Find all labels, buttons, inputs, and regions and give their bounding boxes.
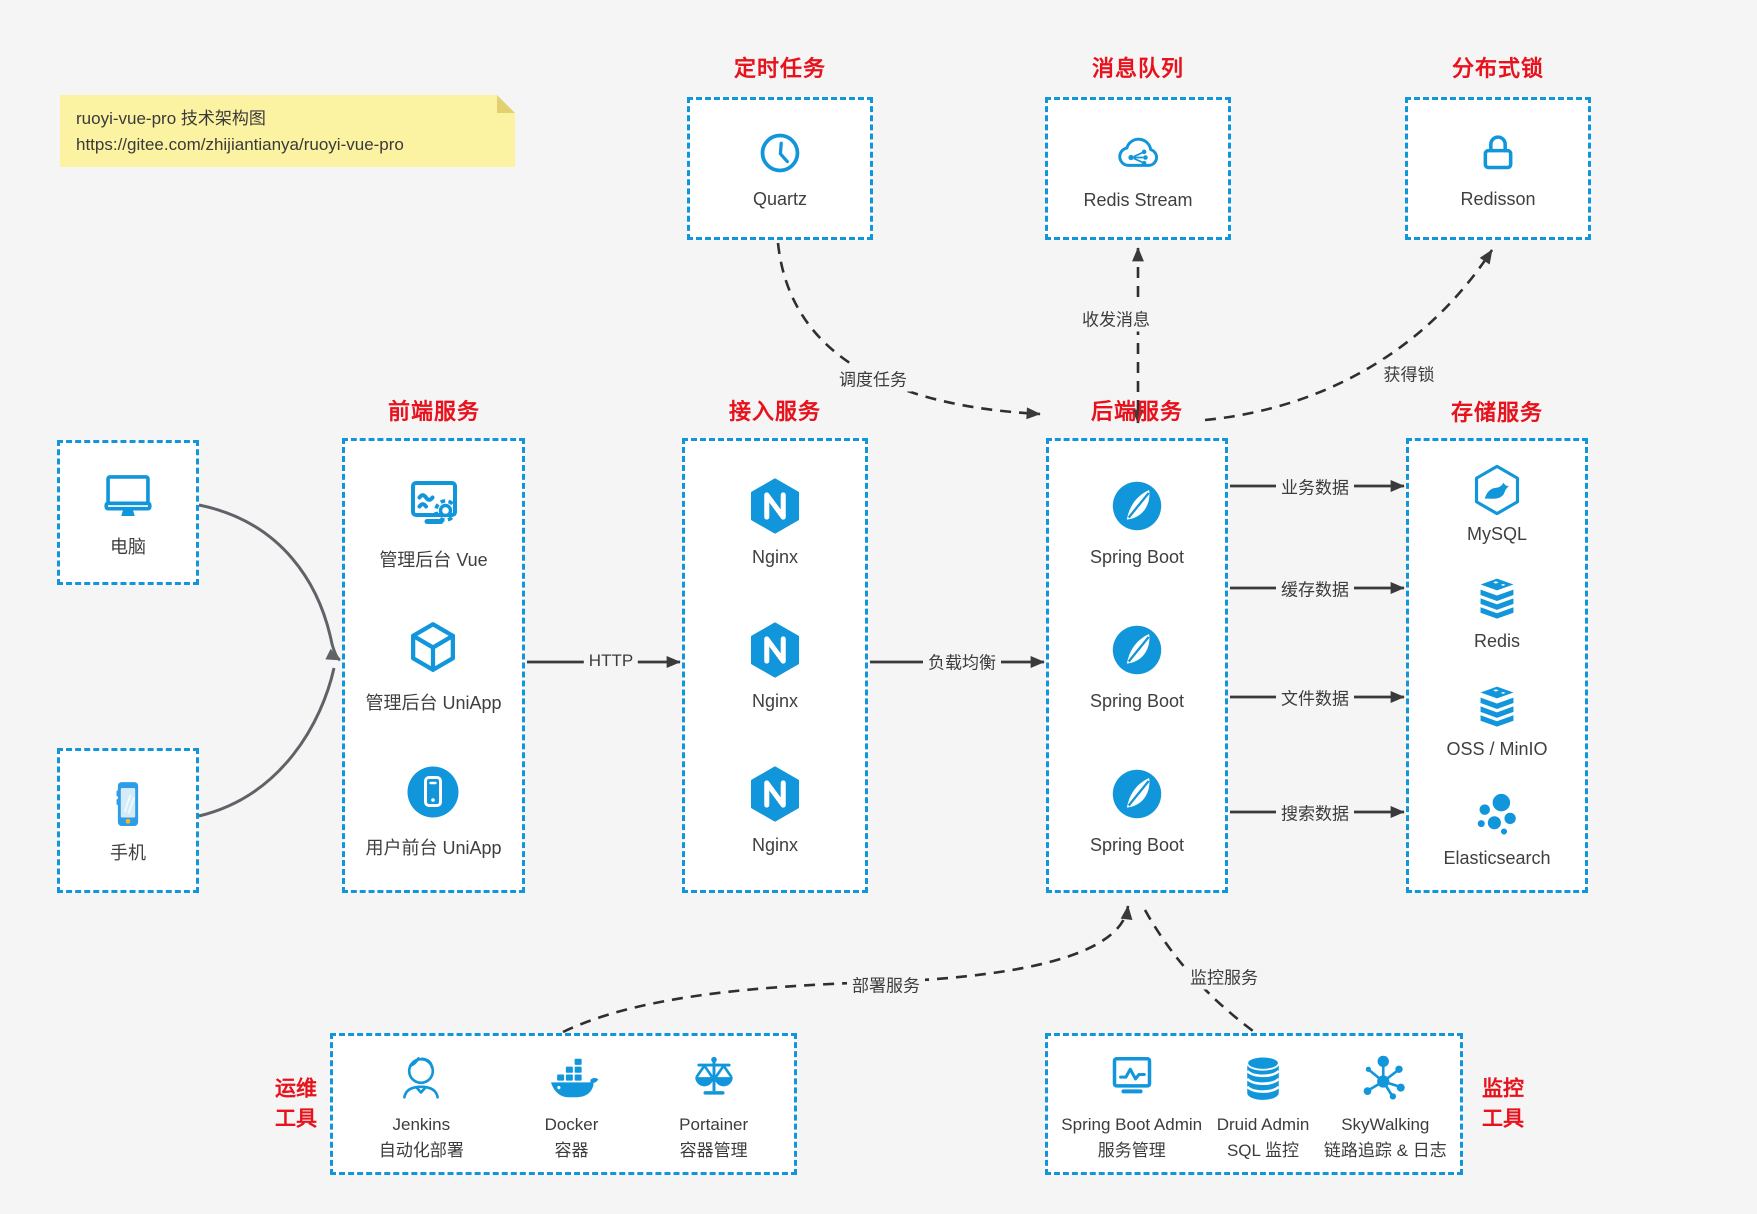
gateway-services-box: Nginx Nginx Nginx	[682, 438, 868, 893]
group-title-ops: 运维 工具	[275, 1075, 317, 1136]
edge-deploy-dashed	[562, 905, 1133, 1034]
edge-label-search-data: 搜索数据	[1276, 798, 1354, 826]
edge-label-monitor: 监控服务	[1185, 962, 1263, 990]
gateway-item-nginx-1: Nginx	[744, 475, 806, 568]
edge-label-deploy: 部署服务	[847, 970, 925, 998]
skywalking-desc: 链路追踪 & 日志	[1323, 1140, 1447, 1160]
group-title-monitoring: 监控 工具	[1482, 1075, 1524, 1136]
redis-stream-label: Redis Stream	[1083, 190, 1193, 210]
portainer-desc: 容器管理	[679, 1140, 748, 1160]
group-title-backend: 后端服务	[1090, 399, 1184, 424]
ops-tools-box: Jenkins 自动化部署 Docker 容器 Portainer 容器管理	[330, 1033, 797, 1175]
edge-acquire-lock-dashed	[1204, 249, 1494, 422]
monitoring-item-skywalking: SkyWalking 链路追踪 & 日志	[1324, 1050, 1447, 1163]
druid-desc: SQL 监控	[1226, 1140, 1300, 1160]
spring-boot-label-1: Spring Boot	[1089, 546, 1185, 567]
edge-label-load-balance: 负载均衡	[923, 647, 1001, 675]
portainer-name: Portainer	[679, 1115, 749, 1134]
frontend-item-admin-uniapp: 管理后台 UniApp	[365, 617, 502, 715]
edge-label-business-data: 业务数据	[1276, 472, 1354, 500]
edge-label-cache-data: 缓存数据	[1276, 574, 1354, 602]
portainer-label: Portainer 容器管理	[679, 1112, 748, 1163]
edge-pc-to-frontend	[198, 503, 341, 662]
group-title-storage: 存储服务	[1450, 400, 1544, 425]
ops-title-line2: 工具	[275, 1108, 317, 1131]
pc-label: 电脑	[110, 536, 146, 557]
backend-item-spring-2: Spring Boot	[1090, 619, 1184, 712]
monitoring-title-line1: 监控	[1482, 1077, 1524, 1101]
jenkins-desc: 自动化部署	[378, 1140, 464, 1160]
spring-boot-label-2: Spring Boot	[1089, 690, 1185, 711]
quartz-label: Quartz	[752, 189, 808, 209]
frontend-item-vue: 管理后台 Vue	[379, 472, 488, 572]
ops-item-jenkins: Jenkins 自动化部署	[379, 1050, 464, 1163]
frontend-admin-uniapp-label: 管理后台 UniApp	[365, 692, 502, 713]
sba-label: Spring Boot Admin 服务管理	[1061, 1112, 1202, 1163]
edge-label-file-data: 文件数据	[1276, 683, 1354, 711]
pc-client-box: 电脑	[57, 440, 199, 585]
frontend-user-uniapp-label: 用户前台 UniApp	[365, 837, 502, 858]
backend-item-spring-3: Spring Boot	[1090, 763, 1184, 856]
group-title-lock: 分布式锁	[1451, 56, 1545, 81]
gateway-item-nginx-2: Nginx	[744, 619, 806, 712]
monitoring-item-sba: Spring Boot Admin 服务管理	[1061, 1050, 1202, 1163]
docker-name: Docker	[544, 1115, 599, 1134]
druid-name: Druid Admin	[1216, 1115, 1310, 1134]
storage-item-oss-minio: OSS / MinIO	[1446, 679, 1548, 760]
skywalking-name: SkyWalking	[1341, 1115, 1430, 1134]
mysql-label: MySQL	[1466, 524, 1527, 545]
druid-label: Druid Admin SQL 监控	[1217, 1112, 1310, 1163]
edge-label-http: HTTP	[583, 650, 639, 672]
monitoring-title-line2: 工具	[1482, 1108, 1524, 1131]
sba-desc: 服务管理	[1097, 1140, 1166, 1160]
storage-item-elasticsearch: Elasticsearch	[1443, 786, 1551, 869]
oss-minio-label: OSS / MinIO	[1446, 738, 1548, 759]
storage-services-box: MySQL Redis OSS / MinIO Elasticsearch	[1406, 438, 1588, 893]
monitoring-tools-box: Spring Boot Admin 服务管理 Druid Admin SQL 监…	[1045, 1033, 1463, 1175]
redisson-label: Redisson	[1460, 189, 1536, 209]
nginx-label-2: Nginx	[751, 690, 799, 711]
edge-label-acquire-lock: 获得锁	[1378, 359, 1440, 387]
group-title-frontend: 前端服务	[387, 399, 481, 424]
edge-label-schedule: 调度任务	[834, 364, 912, 392]
spring-boot-label-3: Spring Boot	[1089, 835, 1185, 856]
skywalking-label: SkyWalking 链路追踪 & 日志	[1324, 1112, 1447, 1163]
jenkins-label: Jenkins 自动化部署	[379, 1112, 464, 1163]
group-title-mq: 消息队列	[1091, 56, 1185, 81]
ops-item-docker: Docker 容器	[544, 1050, 600, 1163]
distributed-lock-box: Redisson	[1405, 97, 1591, 240]
sba-name: Spring Boot Admin	[1061, 1115, 1203, 1134]
edge-phone-to-frontend	[198, 667, 336, 818]
ops-item-portainer: Portainer 容器管理	[679, 1050, 748, 1163]
note-url: https://gitee.com/zhijiantianya/ruoyi-vu…	[76, 135, 404, 155]
note-title: ruoyi-vue-pro 技术架构图	[76, 109, 266, 128]
edge-label-messaging: 收发消息	[1077, 304, 1155, 332]
group-title-scheduled: 定时任务	[733, 56, 827, 81]
docker-desc: 容器	[554, 1140, 589, 1160]
sticky-note: ruoyi-vue-pro 技术架构图 https://gitee.com/zh…	[60, 95, 515, 167]
gateway-item-nginx-3: Nginx	[744, 763, 806, 856]
phone-label: 手机	[110, 842, 146, 863]
frontend-vue-label: 管理后台 Vue	[379, 549, 488, 570]
redis-label: Redis	[1473, 631, 1521, 652]
storage-item-mysql: MySQL	[1467, 462, 1527, 545]
storage-item-redis: Redis	[1470, 571, 1524, 652]
ops-title-line1: 运维	[275, 1077, 317, 1101]
backend-item-spring-1: Spring Boot	[1090, 475, 1184, 568]
phone-client-box: 手机	[57, 748, 199, 893]
frontend-services-box: 管理后台 Vue 管理后台 UniApp 用户前台 UniApp	[342, 438, 525, 893]
scheduled-task-box: Quartz	[687, 97, 873, 240]
jenkins-name: Jenkins	[392, 1115, 451, 1134]
docker-label: Docker 容器	[545, 1112, 599, 1163]
nginx-label-3: Nginx	[751, 835, 799, 856]
monitoring-item-druid: Druid Admin SQL 监控	[1217, 1050, 1310, 1163]
elasticsearch-label: Elasticsearch	[1443, 847, 1551, 868]
frontend-item-user-uniapp: 用户前台 UniApp	[365, 760, 502, 860]
backend-services-box: Spring Boot Spring Boot Spring Boot	[1046, 438, 1228, 893]
edge-schedule-dashed	[776, 242, 1041, 420]
message-queue-box: Redis Stream	[1045, 97, 1231, 240]
group-title-gateway: 接入服务	[728, 399, 822, 424]
nginx-label-1: Nginx	[751, 546, 799, 567]
